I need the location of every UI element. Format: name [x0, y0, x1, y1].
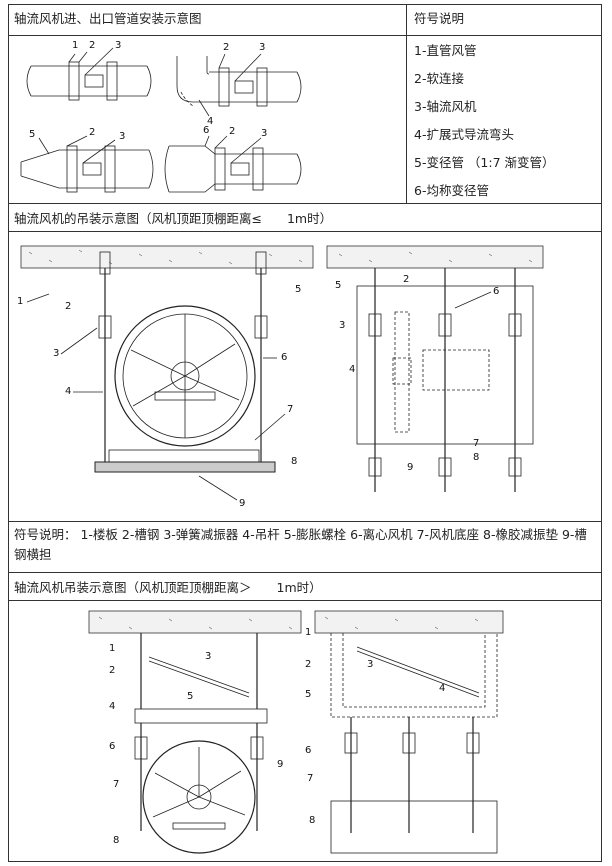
callout-3: 3 — [205, 651, 211, 662]
legend-item: 3-轴流风机 — [414, 99, 477, 114]
channel-beam — [94, 461, 276, 473]
callout-2: 2 — [403, 274, 409, 285]
callout-2: 2 — [109, 665, 115, 676]
callout-5: 5 — [187, 691, 193, 702]
legend-title: 符号说明 — [414, 11, 465, 26]
callout-2: 2 — [229, 126, 235, 137]
column-divider — [406, 4, 407, 203]
callout-4: 4 — [439, 683, 445, 694]
callout-1: 1 — [17, 296, 23, 307]
callout-2: 2 — [65, 301, 71, 312]
section-title-duct-installation: 轴流风机进、出口管道安装示意图 — [14, 11, 202, 26]
callout-9: 9 — [277, 759, 283, 770]
duct-elbow-assembly — [176, 53, 302, 117]
row-divider — [8, 203, 602, 204]
callout-3: 3 — [339, 320, 345, 331]
legend-item: 5-变径管 （1:7 渐变管） — [414, 155, 555, 170]
callout-8: 8 — [113, 835, 119, 846]
legend-item: 6-均称变径管 — [414, 183, 489, 198]
fan-housing — [114, 305, 256, 447]
callout-2: 2 — [89, 127, 95, 138]
callout-2: 2 — [305, 659, 311, 670]
row-divider — [8, 231, 602, 232]
duct-straight-assembly — [26, 47, 152, 101]
callout-3: 3 — [259, 42, 265, 53]
callout-4: 4 — [349, 364, 355, 375]
callout-6: 6 — [305, 745, 311, 756]
hanging-diagram-le-1m: 1 2 3 4 5 6 7 8 9 5 2 6 3 4 — [17, 245, 544, 509]
legend-item: 2-软连接 — [414, 71, 464, 86]
section-title-hanging-le-1m: 轴流风机的吊装示意图（风机顶距顶棚距离≤ 1m时） — [14, 211, 333, 226]
hanging-diagram-gt-1m: 1 2 3 4 5 6 7 8 9 1 2 3 4 5 6 7 8 — [88, 610, 504, 854]
callout-3: 3 — [261, 128, 267, 139]
callout-6: 6 — [203, 125, 209, 136]
row-divider — [8, 600, 602, 601]
callout-6: 6 — [109, 741, 115, 752]
callout-5: 5 — [29, 129, 35, 140]
callout-8: 8 — [473, 452, 479, 463]
section-title-hanging-gt-1m: 轴流风机吊装示意图（风机顶距顶棚距离＞ 1m时） — [14, 580, 322, 595]
callout-3: 3 — [115, 40, 121, 51]
callout-3: 3 — [119, 131, 125, 142]
duct-reducer-assembly — [20, 135, 154, 193]
row-divider — [8, 35, 602, 36]
callout-1: 1 — [72, 40, 78, 51]
callout-9: 9 — [407, 462, 413, 473]
callout-4: 4 — [65, 386, 71, 397]
row-divider — [8, 521, 602, 522]
callout-5: 5 — [295, 284, 301, 295]
callout-4: 4 — [207, 116, 213, 127]
table-frame — [8, 4, 602, 862]
callout-8: 8 — [291, 456, 297, 467]
callout-7: 7 — [113, 779, 119, 790]
callout-2: 2 — [89, 40, 95, 51]
hanging-legend-caption: 符号说明： 1-楼板 2-槽钢 3-弹簧减振器 4-吊杆 5-膨胀螺栓 6-离心… — [14, 527, 587, 562]
callout-3: 3 — [367, 659, 373, 670]
callout-1: 1 — [109, 643, 115, 654]
callout-4: 4 — [109, 701, 115, 712]
row-divider — [8, 572, 602, 573]
callout-5: 5 — [335, 280, 341, 291]
legend-item: 1-直管风管 — [414, 43, 477, 58]
callout-8: 8 — [309, 815, 315, 826]
callout-7: 7 — [307, 773, 313, 784]
duct-symmetric-reducer-assembly — [164, 135, 302, 193]
callout-7: 7 — [473, 438, 479, 449]
callout-7: 7 — [287, 404, 293, 415]
callout-5: 5 — [305, 689, 311, 700]
callout-1: 1 — [305, 627, 311, 638]
ceiling-slab — [20, 245, 314, 269]
callout-9: 9 — [239, 498, 245, 509]
legend-item: 4-扩展式导流弯头 — [414, 127, 514, 142]
duct-installation-diagram: 1 2 3 2 3 4 5 2 3 — [20, 40, 302, 193]
callout-3: 3 — [53, 348, 59, 359]
callout-6: 6 — [493, 286, 499, 297]
callout-6: 6 — [281, 352, 287, 363]
callout-2: 2 — [223, 42, 229, 53]
